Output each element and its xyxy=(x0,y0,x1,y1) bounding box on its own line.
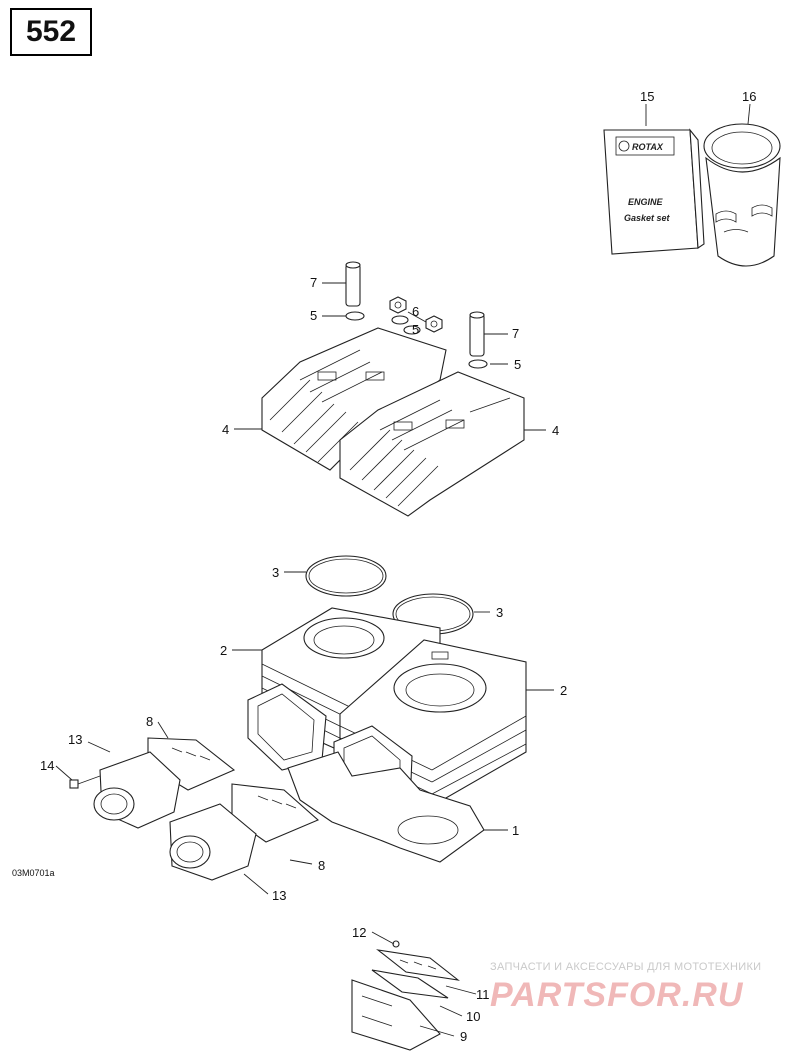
callout-7: 7 xyxy=(512,326,519,341)
callout-8: 8 xyxy=(318,858,325,873)
callout-4: 4 xyxy=(552,423,559,438)
callout-2: 2 xyxy=(560,683,567,698)
washer xyxy=(403,325,421,335)
rubber-flange-right xyxy=(169,803,257,881)
watermark-brand[interactable]: PARTSFOR.RU xyxy=(490,976,744,1014)
reed-stopper xyxy=(376,949,460,981)
washer xyxy=(468,359,488,369)
cylinder-head-spacer-right xyxy=(469,311,485,357)
washer xyxy=(391,315,409,325)
cylinder-head-spacer-left xyxy=(345,261,361,307)
cylinder-head-front xyxy=(339,371,525,517)
cylinder-sleeve xyxy=(703,123,781,267)
callout-2: 2 xyxy=(220,643,227,658)
callout-5: 5 xyxy=(514,357,521,372)
callout-3: 3 xyxy=(496,605,503,620)
nut xyxy=(389,296,407,314)
callout-13: 13 xyxy=(272,888,286,903)
figure-code: 03M0701a xyxy=(12,868,55,878)
callout-13: 13 xyxy=(68,732,82,747)
callout-14: 14 xyxy=(40,758,54,773)
callout-6: 6 xyxy=(412,304,419,319)
screw xyxy=(69,775,101,789)
reed-screw xyxy=(392,940,400,948)
callout-3: 3 xyxy=(272,565,279,580)
callout-8: 8 xyxy=(146,714,153,729)
callout-11: 11 xyxy=(476,987,490,1002)
cylinder-head-rear xyxy=(261,327,447,471)
callout-15: 15 xyxy=(640,89,654,104)
watermark-caption: ЗАПЧАСТИ И АКСЕССУАРЫ ДЛЯ МОТОТЕХНИКИ xyxy=(490,961,762,973)
reed-valve-block xyxy=(351,979,441,1051)
nut xyxy=(425,315,443,333)
callout-16: 16 xyxy=(742,89,756,104)
reed-valve-petal xyxy=(371,969,449,999)
reed-valve-right xyxy=(231,783,320,843)
callout-1: 1 xyxy=(512,823,519,838)
callout-9: 9 xyxy=(460,1029,467,1044)
callout-5: 5 xyxy=(412,322,419,337)
booklet-line1: ENGINE xyxy=(628,197,664,207)
callout-10: 10 xyxy=(466,1009,480,1024)
o-ring-left xyxy=(305,555,387,597)
callout-4: 4 xyxy=(222,422,229,437)
washer xyxy=(345,311,365,321)
rubber-flange-left xyxy=(93,751,181,829)
leader-lines xyxy=(55,103,751,1037)
booklet-brand: ROTAX xyxy=(632,142,664,152)
page-number: 552 xyxy=(10,8,92,56)
gasket-set-booklet: ROTAX ENGINE Gasket set xyxy=(603,128,705,255)
callout-5: 5 xyxy=(310,308,317,323)
booklet-line2: Gasket set xyxy=(624,213,671,223)
callout-7: 7 xyxy=(310,275,317,290)
callout-12: 12 xyxy=(352,925,366,940)
